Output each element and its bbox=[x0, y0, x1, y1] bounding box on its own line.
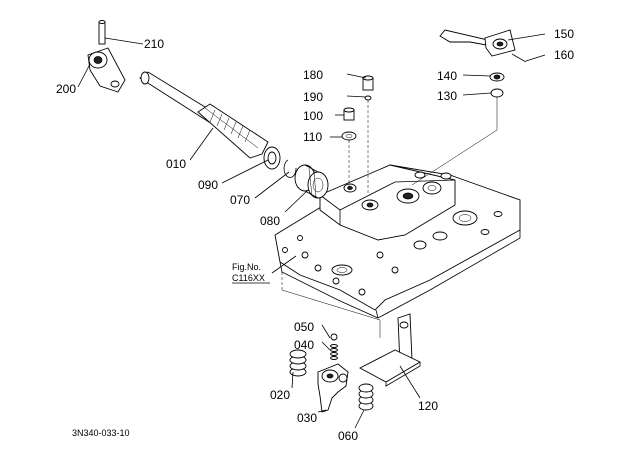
label-060: 060 bbox=[338, 429, 358, 443]
label-040: 040 bbox=[294, 338, 314, 352]
housing-plate bbox=[274, 164, 521, 319]
label-030: 030 bbox=[297, 411, 317, 425]
plug-parts bbox=[341, 75, 374, 195]
label-110: 110 bbox=[303, 130, 322, 144]
label-180: 180 bbox=[303, 68, 323, 82]
figure-reference: Fig.No. C116XX bbox=[232, 262, 270, 284]
label-050: 050 bbox=[294, 320, 314, 334]
label-190: 190 bbox=[303, 90, 323, 104]
part-labels: 210 200 010 090 070 080 180 190 100 110 … bbox=[56, 27, 574, 443]
label-130: 130 bbox=[437, 89, 457, 103]
figure-reference-line1: Fig.No. bbox=[232, 262, 261, 272]
shaft-assembly bbox=[87, 20, 329, 199]
lever-assembly bbox=[411, 29, 527, 186]
label-080: 080 bbox=[260, 214, 280, 228]
label-090: 090 bbox=[198, 178, 218, 192]
label-150: 150 bbox=[554, 27, 574, 41]
label-070: 070 bbox=[230, 193, 250, 207]
label-020: 020 bbox=[270, 388, 290, 402]
label-160: 160 bbox=[554, 48, 574, 62]
label-210: 210 bbox=[144, 37, 164, 51]
label-120: 120 bbox=[418, 399, 438, 413]
label-140: 140 bbox=[437, 69, 457, 83]
label-100: 100 bbox=[303, 109, 323, 123]
label-010: 010 bbox=[166, 157, 186, 171]
diagram-code: 3N340-033-10 bbox=[72, 428, 130, 438]
figure-reference-line2: C116XX bbox=[232, 273, 265, 283]
lower-parts bbox=[281, 272, 421, 413]
leader-lines bbox=[77, 33, 546, 429]
label-200: 200 bbox=[56, 82, 76, 96]
